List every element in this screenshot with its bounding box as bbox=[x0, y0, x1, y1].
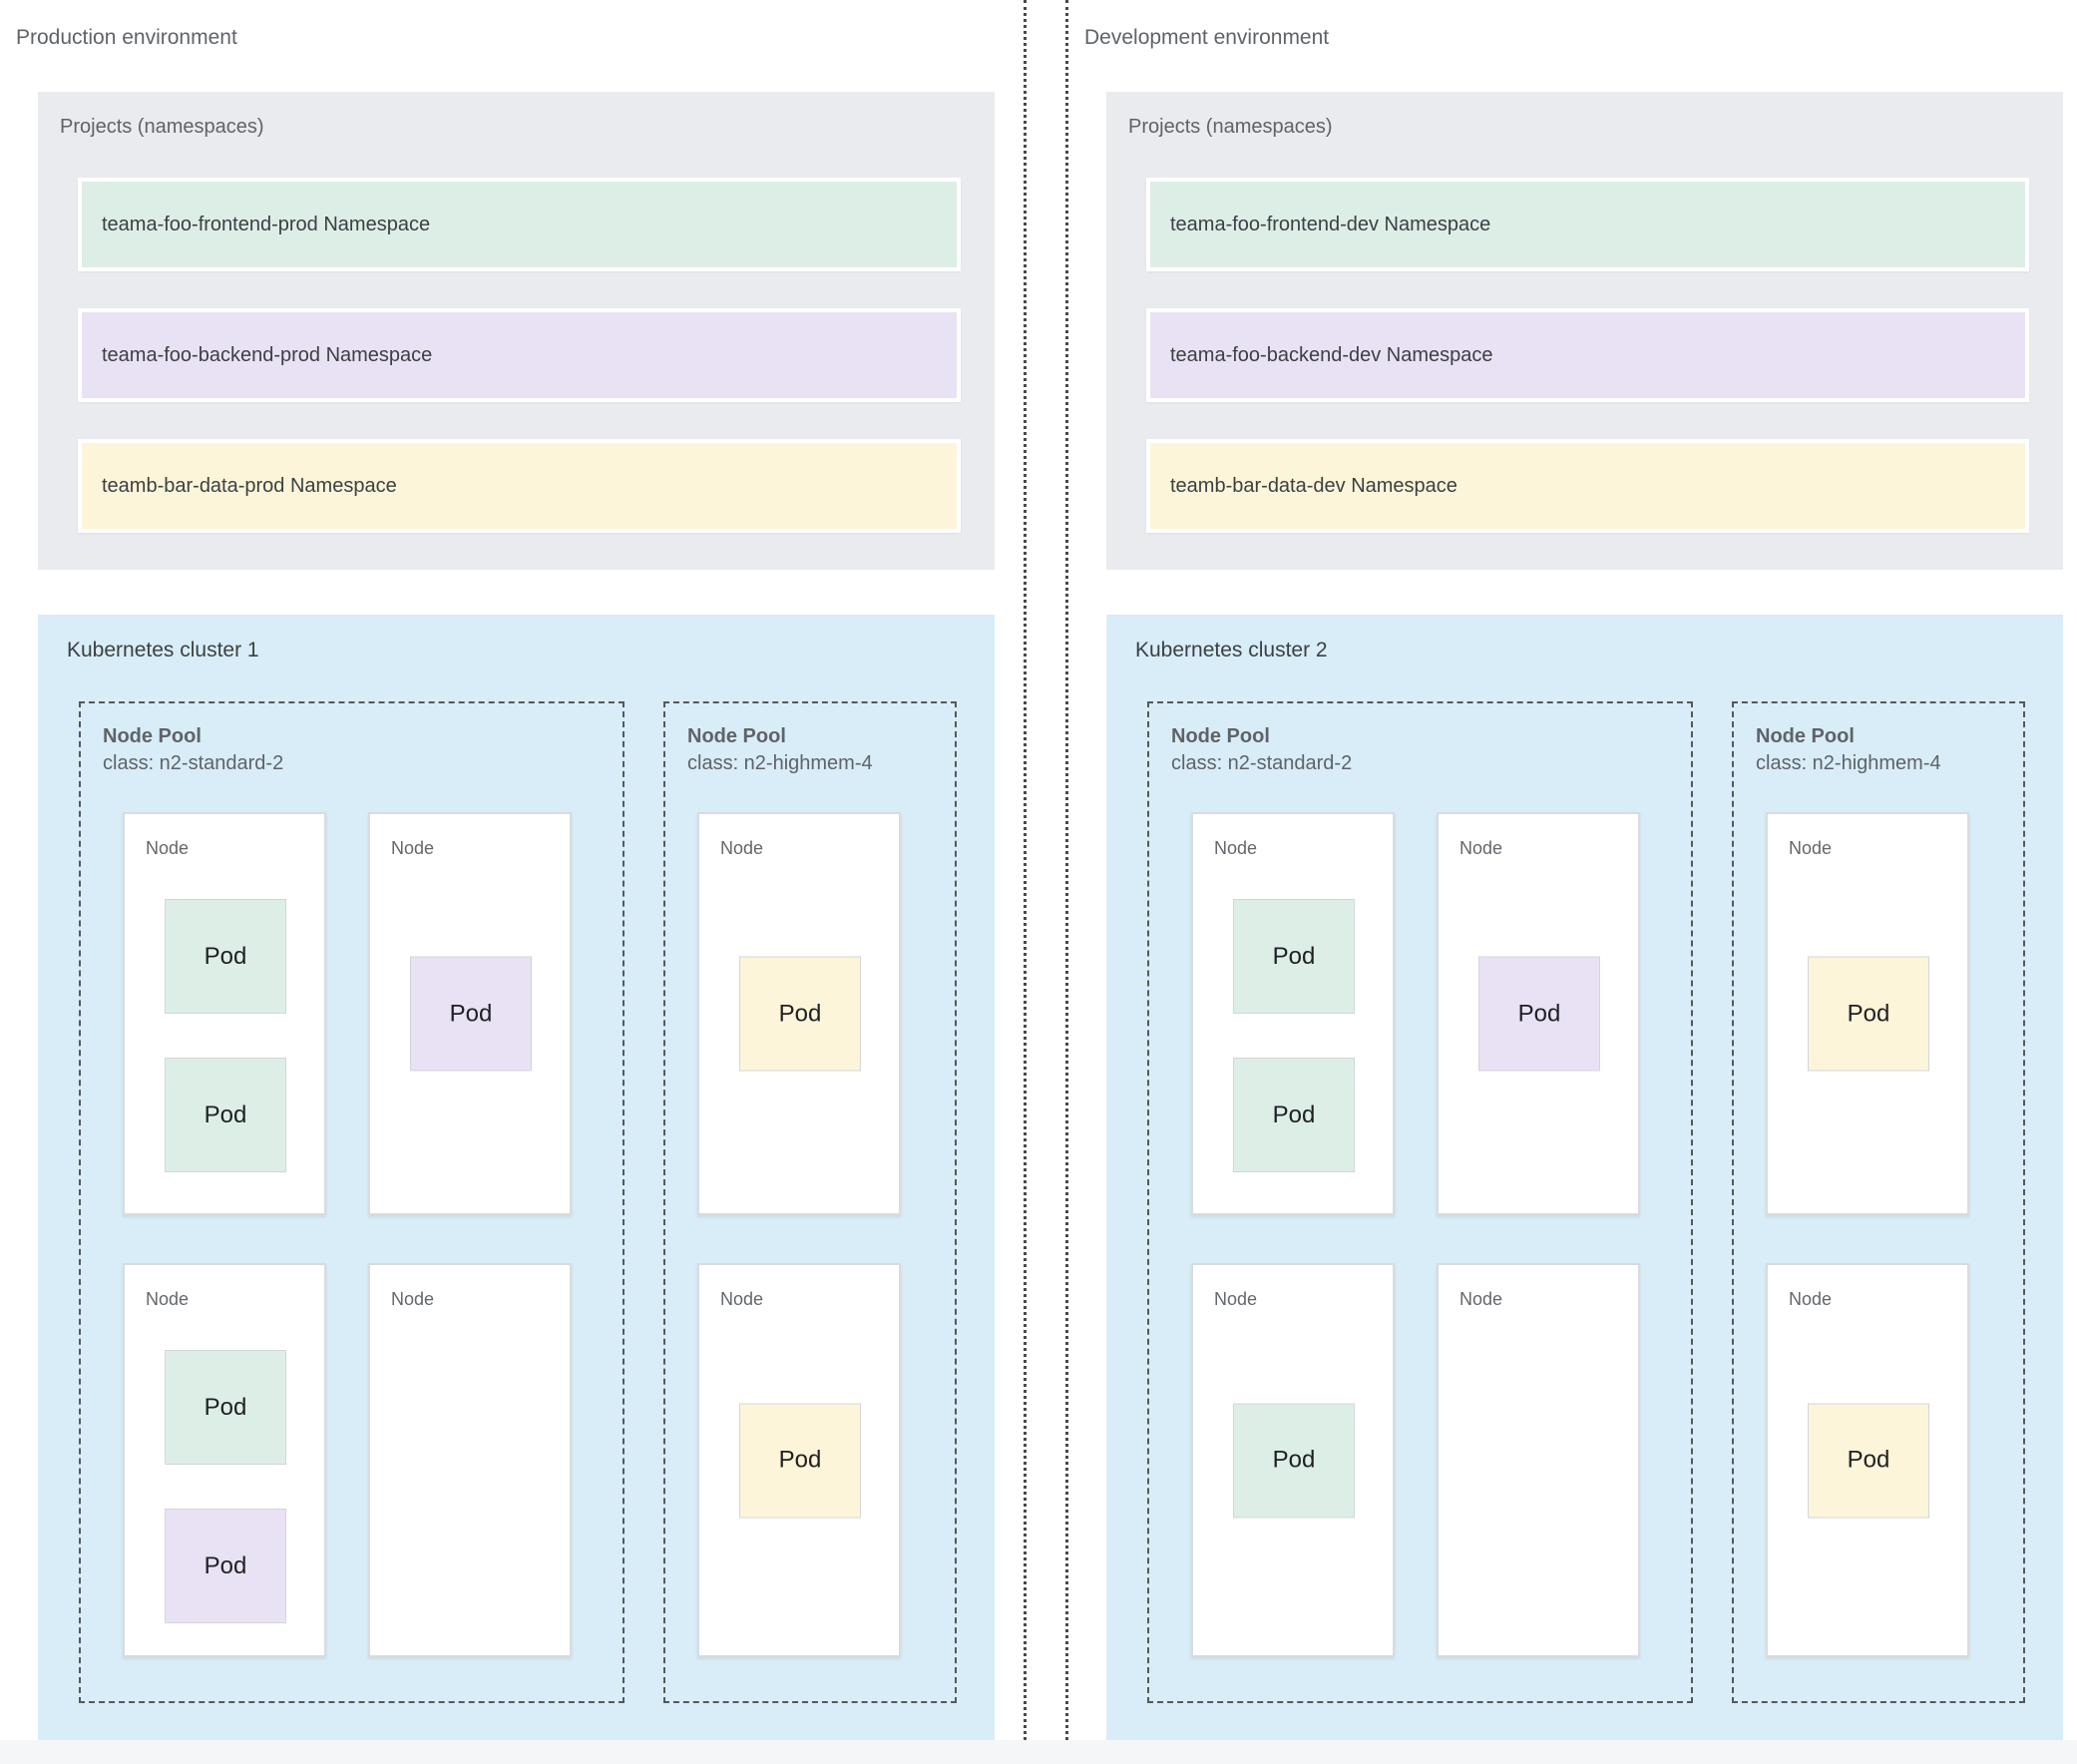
pod-yellow: Pod bbox=[739, 1403, 861, 1518]
node: Node Pod bbox=[1766, 1263, 1969, 1657]
namespace-bar-backend-dev: teama-foo-backend-dev Namespace bbox=[1146, 308, 2029, 402]
namespace-label: teamb-bar-data-prod Namespace bbox=[102, 474, 397, 497]
node-label: Node bbox=[1789, 838, 1833, 858]
node-label: Node bbox=[1459, 1289, 1503, 1309]
pod-yellow: Pod bbox=[1808, 1403, 1929, 1518]
projects-panel-title: Projects (namespaces) bbox=[60, 116, 264, 138]
node-pool-standard: Node Pool class: n2-standard-2 Node Pod … bbox=[1147, 701, 1693, 1703]
projects-panel-title: Projects (namespaces) bbox=[1128, 116, 1333, 138]
namespace-label: teama-foo-frontend-prod Namespace bbox=[102, 213, 431, 235]
pod-green: Pod bbox=[1233, 899, 1355, 1014]
node-pool-name: Node Pool bbox=[1171, 725, 1270, 747]
kubernetes-cluster-2-panel: Kubernetes cluster 2 Node Pool class: n2… bbox=[1106, 615, 2063, 1740]
namespace-bar-frontend-dev: teama-foo-frontend-dev Namespace bbox=[1146, 178, 2029, 271]
node-pool-name: Node Pool bbox=[1756, 725, 1855, 747]
node-pool-name: Node Pool bbox=[103, 725, 202, 747]
cluster-title: Kubernetes cluster 1 bbox=[67, 639, 259, 662]
node-empty: Node bbox=[368, 1263, 572, 1657]
development-environment-column: Development environment Projects (namesp… bbox=[1068, 0, 2077, 1764]
projects-panel: Projects (namespaces) teama-foo-frontend… bbox=[1106, 92, 2063, 570]
pod-purple: Pod bbox=[165, 1509, 286, 1623]
node-label: Node bbox=[146, 838, 190, 858]
namespace-bar-frontend-prod: teama-foo-frontend-prod Namespace bbox=[78, 178, 961, 271]
kubernetes-cluster-1-panel: Kubernetes cluster 1 Node Pool class: n2… bbox=[38, 615, 995, 1740]
node-label: Node bbox=[1789, 1289, 1833, 1309]
pod-green: Pod bbox=[165, 1350, 286, 1465]
node-pool-class: class: n2-highmem-4 bbox=[1756, 752, 1941, 774]
pod-yellow: Pod bbox=[739, 956, 861, 1072]
namespace-label: teamb-bar-data-dev Namespace bbox=[1170, 474, 1457, 497]
node-pool-highmem: Node Pool class: n2-highmem-4 Node Pod N… bbox=[1732, 701, 2025, 1703]
node: Node Pod bbox=[697, 1263, 901, 1657]
namespace-bar-backend-prod: teama-foo-backend-prod Namespace bbox=[78, 308, 961, 402]
node: Node Pod bbox=[1191, 1263, 1395, 1657]
environment-title: Production environment bbox=[16, 26, 237, 49]
node: Node Pod bbox=[368, 812, 572, 1215]
node-empty: Node bbox=[1437, 1263, 1640, 1657]
environment-divider-line bbox=[1024, 0, 1027, 1764]
pod-green: Pod bbox=[1233, 1058, 1355, 1172]
node-label: Node bbox=[1214, 838, 1258, 858]
pod-green: Pod bbox=[165, 1058, 286, 1172]
namespace-bar-data-dev: teamb-bar-data-dev Namespace bbox=[1146, 439, 2029, 533]
node-pool-standard: Node Pool class: n2-standard-2 Node Pod … bbox=[79, 701, 624, 1703]
bottom-strip bbox=[0, 1740, 2077, 1764]
node-label: Node bbox=[146, 1289, 190, 1309]
node-label: Node bbox=[720, 1289, 764, 1309]
node-label: Node bbox=[720, 838, 764, 858]
node: Node Pod Pod bbox=[123, 1263, 326, 1657]
node: Node Pod Pod bbox=[123, 812, 326, 1215]
node: Node Pod bbox=[1437, 812, 1640, 1215]
cluster-title: Kubernetes cluster 2 bbox=[1135, 639, 1328, 662]
node-pool-name: Node Pool bbox=[687, 725, 786, 747]
pod-green: Pod bbox=[165, 899, 286, 1014]
environment-divider-line bbox=[1065, 0, 1068, 1764]
node-label: Node bbox=[391, 838, 435, 858]
node-label: Node bbox=[1459, 838, 1503, 858]
node-pool-class: class: n2-standard-2 bbox=[103, 752, 284, 774]
production-environment-column: Production environment Projects (namespa… bbox=[0, 0, 1009, 1764]
node: Node Pod bbox=[697, 812, 901, 1215]
node-label: Node bbox=[1214, 1289, 1258, 1309]
node-pool-highmem: Node Pool class: n2-highmem-4 Node Pod N… bbox=[663, 701, 957, 1703]
pod-purple: Pod bbox=[1478, 956, 1600, 1072]
node-pool-class: class: n2-highmem-4 bbox=[687, 752, 873, 774]
projects-panel: Projects (namespaces) teama-foo-frontend… bbox=[38, 92, 995, 570]
namespace-label: teama-foo-backend-dev Namespace bbox=[1170, 343, 1493, 366]
namespace-label: teama-foo-backend-prod Namespace bbox=[102, 343, 433, 366]
pod-yellow: Pod bbox=[1808, 956, 1929, 1072]
node: Node Pod Pod bbox=[1191, 812, 1395, 1215]
namespace-bar-data-prod: teamb-bar-data-prod Namespace bbox=[78, 439, 961, 533]
pod-purple: Pod bbox=[410, 956, 532, 1072]
environment-title: Development environment bbox=[1084, 26, 1330, 49]
pod-green: Pod bbox=[1233, 1403, 1355, 1518]
node-label: Node bbox=[391, 1289, 435, 1309]
node-pool-class: class: n2-standard-2 bbox=[1171, 752, 1353, 774]
namespace-label: teama-foo-frontend-dev Namespace bbox=[1170, 213, 1491, 235]
node: Node Pod bbox=[1766, 812, 1969, 1215]
